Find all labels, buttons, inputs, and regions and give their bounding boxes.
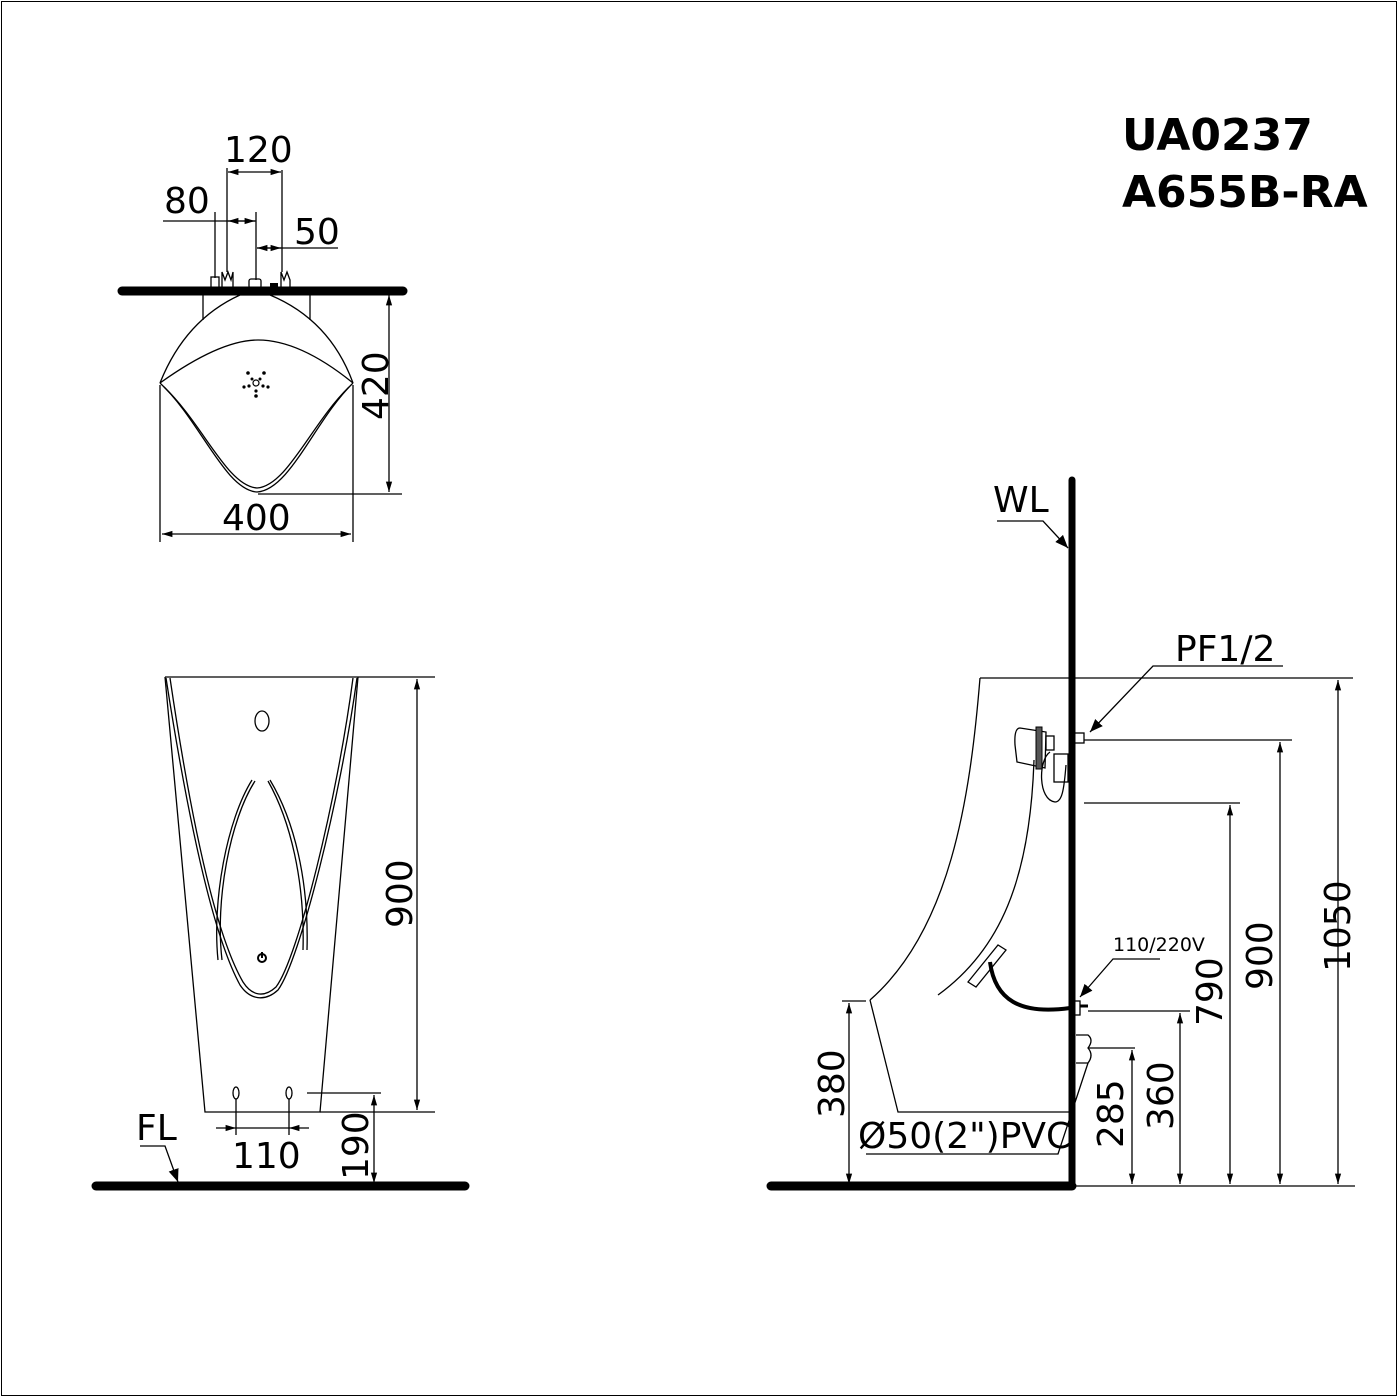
bowl-outer-rim: [159, 294, 354, 384]
fitting-icon: [280, 270, 291, 289]
floor-label: FL: [136, 1108, 177, 1149]
top-view: 120 80 50 420 400: [117, 130, 408, 542]
bowl-front-edge: [159, 382, 354, 493]
side-view: WL PF1/2 110/220V Ø50(2")PVC: [766, 476, 1359, 1191]
power-label: 110/220V: [1113, 934, 1205, 956]
model-title: UA0237 A655B-RA: [1122, 110, 1368, 218]
sensor-window-icon: [254, 710, 270, 732]
drain-icon: [242, 371, 270, 398]
front-view: 110 900 190 FL: [91, 676, 470, 1191]
dim-80-label: 80: [164, 181, 210, 222]
dim-120-label: 120: [224, 130, 293, 171]
dim-900-label: 900: [380, 859, 421, 928]
dim-420-label: 420: [356, 351, 397, 420]
model-code-1: UA0237: [1122, 110, 1313, 161]
dim-110-label: 110: [232, 1136, 301, 1177]
bowl-inner-rim: [159, 339, 354, 384]
flush-valve-icon: [1014, 726, 1085, 803]
front-body-outline: [164, 676, 359, 1113]
dim-1050-label: 1050: [1318, 880, 1359, 972]
dim-50-label: 50: [294, 212, 340, 253]
drain-label: Ø50(2")PVC: [858, 1116, 1071, 1157]
fitting-icon: [270, 283, 278, 288]
model-code-2: A655B-RA: [1122, 167, 1368, 218]
dim-400-label: 400: [222, 498, 291, 539]
urinal-side-outline: [869, 677, 981, 1001]
dim-360-label: 360: [1141, 1061, 1182, 1130]
dim-190-label: 190: [336, 1111, 377, 1180]
sensor-bracket: [967, 944, 1007, 988]
bolt-icon: [285, 1086, 293, 1100]
front-bowl-curve: [165, 677, 358, 999]
inlet-label: PF1/2: [1175, 629, 1275, 670]
dim-790-label: 790: [1190, 957, 1231, 1026]
power-socket-icon: [1073, 1000, 1081, 1016]
dim-285-label: 285: [1091, 1079, 1132, 1148]
fitting-icon: [248, 278, 262, 289]
fitting-icon: [210, 276, 220, 289]
dim-900-side-label: 900: [1240, 921, 1281, 990]
drain-fitting-icon: [1076, 1034, 1092, 1064]
bolt-icon: [232, 1086, 240, 1100]
fitting-icon: [221, 270, 234, 289]
dim-380-label: 380: [812, 1049, 853, 1118]
wall-label: WL: [993, 480, 1049, 521]
power-button-icon: [257, 952, 267, 963]
power-cable: [988, 961, 1071, 1012]
